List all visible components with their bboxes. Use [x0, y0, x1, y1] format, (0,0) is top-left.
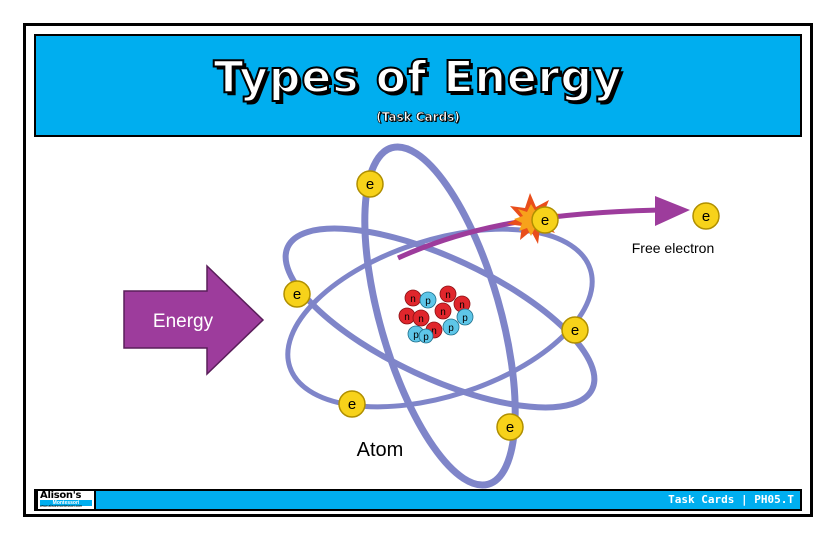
svg-text:e: e — [366, 176, 374, 193]
logo-name: Alison's — [40, 490, 82, 501]
svg-text:e: e — [571, 322, 579, 339]
electron: e — [561, 316, 589, 344]
header-banner: Types of Energy (Task Cards) — [34, 34, 802, 137]
page-title: Types of Energy — [212, 52, 623, 103]
orbits — [282, 143, 598, 489]
svg-text:n: n — [404, 312, 410, 323]
svg-text:n: n — [431, 326, 437, 337]
svg-text:e: e — [541, 212, 549, 229]
logo-url: www.alisonmontessori.com — [40, 504, 83, 508]
svg-text:p: p — [423, 332, 429, 343]
electron: e — [356, 170, 384, 198]
electron: e — [283, 280, 311, 308]
energy-arrow: Energy — [123, 264, 265, 376]
card-code: Task Cards | PH05.T — [668, 493, 794, 506]
svg-text:e: e — [293, 286, 301, 303]
electron: e — [531, 206, 559, 234]
free-electron-label: Free electron — [632, 240, 714, 256]
free-electron: e — [692, 202, 720, 230]
logo-subtitle: Montessori — [40, 500, 92, 506]
electron: e — [496, 413, 524, 441]
brand-logo: Alison's Montessori www.alisonmontessori… — [36, 489, 96, 511]
svg-text:p: p — [462, 313, 468, 324]
task-card: Types of Energy (Task Cards) Alison's Mo… — [23, 23, 813, 517]
svg-text:e: e — [348, 396, 356, 413]
energy-label: Energy — [153, 311, 214, 332]
atom-label: Atom — [357, 439, 404, 461]
svg-text:n: n — [445, 290, 451, 301]
svg-text:p: p — [425, 296, 431, 307]
svg-text:p: p — [413, 330, 419, 341]
svg-text:e: e — [506, 419, 514, 436]
free-electron-path — [396, 196, 690, 261]
orbit-3 — [361, 143, 519, 489]
svg-text:e: e — [702, 208, 710, 225]
nucleus: n n p n n n n p n p p p — [398, 285, 474, 344]
svg-text:p: p — [448, 323, 454, 334]
footer-banner: Alison's Montessori www.alisonmontessori… — [34, 489, 802, 511]
svg-text:n: n — [459, 300, 465, 311]
svg-text:n: n — [410, 294, 416, 305]
svg-text:n: n — [418, 314, 424, 325]
svg-text:n: n — [440, 307, 446, 318]
electrons: e e e e e e e — [283, 170, 720, 441]
electron: e — [338, 390, 366, 418]
orbit-2 — [282, 225, 598, 411]
page-subtitle: (Task Cards) — [376, 110, 460, 125]
